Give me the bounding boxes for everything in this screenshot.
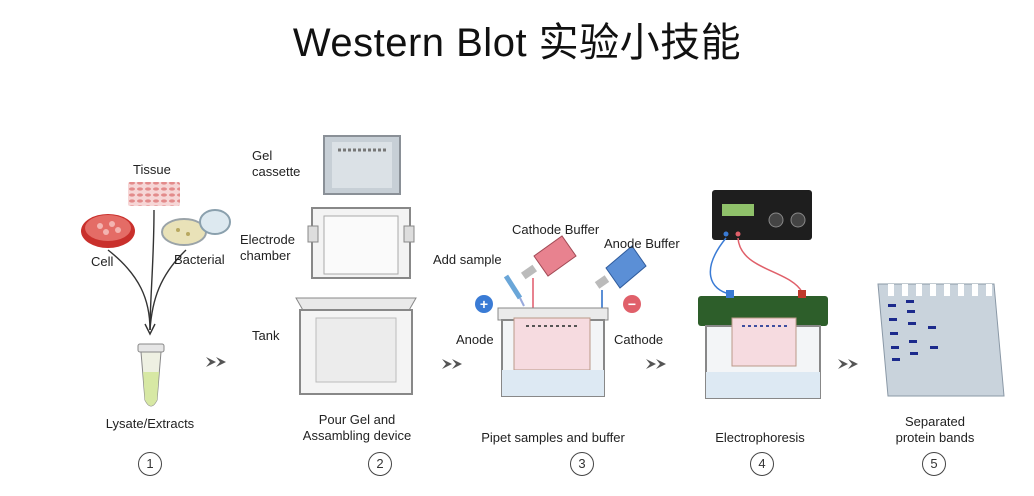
page-title: Western Blot 实验小技能 [292, 21, 742, 65]
step1-number: 1 [138, 452, 162, 476]
step4-caption: Electrophoresis [715, 430, 805, 445]
electrode-chamber [307, 207, 415, 279]
tank-with-samples [497, 307, 609, 397]
tissue-sample [128, 182, 180, 206]
tissue-label: Tissue [133, 162, 171, 177]
step3-number: 3 [570, 452, 594, 476]
step2-caption: Pour Gel and Assambling device [302, 412, 412, 443]
merge-lines [107, 209, 187, 336]
step5-caption: Separated protein bands [895, 414, 975, 445]
cathode-buffer-bottle [520, 235, 577, 310]
bacterial-label: Bacterial [174, 252, 225, 267]
step1-caption: Lysate/Extracts [105, 416, 195, 431]
arrow-2 [442, 359, 462, 369]
minus-symbol: − [627, 296, 637, 312]
plus-symbol: + [479, 296, 489, 312]
step2-number: 2 [368, 452, 392, 476]
gel-with-bands [877, 283, 1005, 397]
cathode-buffer-label: Cathode Buffer [512, 222, 600, 237]
lysate-tube [137, 343, 165, 407]
anode-sign [475, 295, 493, 313]
pipette [503, 274, 525, 307]
step3-caption: Pipet samples and buffer [481, 430, 625, 445]
power-supply [712, 190, 812, 240]
step5-number: 5 [922, 452, 946, 476]
electrophoresis-tank [698, 290, 828, 399]
electrode-chamber-label: Electrode chamber [240, 232, 295, 263]
step4-number: 4 [750, 452, 774, 476]
tank-label: Tank [252, 328, 280, 343]
arrow-1 [206, 357, 226, 367]
gel-cassette [323, 135, 401, 195]
cell-label: Cell [91, 254, 114, 269]
cathode-sign [623, 295, 641, 313]
arrow-3 [646, 359, 666, 369]
tank [295, 297, 417, 395]
add-sample-label: Add sample [433, 252, 502, 267]
gel-cassette-label: Gel cassette [252, 148, 301, 179]
cathode-label: Cathode [614, 332, 664, 347]
bacterial-petri-dish [161, 209, 231, 246]
anode-label: Anode [456, 332, 494, 347]
cell-petri-dish [81, 214, 135, 248]
power-wires [709, 237, 803, 295]
arrow-4 [838, 359, 858, 369]
anode-buffer-label: Anode Buffer [604, 236, 680, 251]
